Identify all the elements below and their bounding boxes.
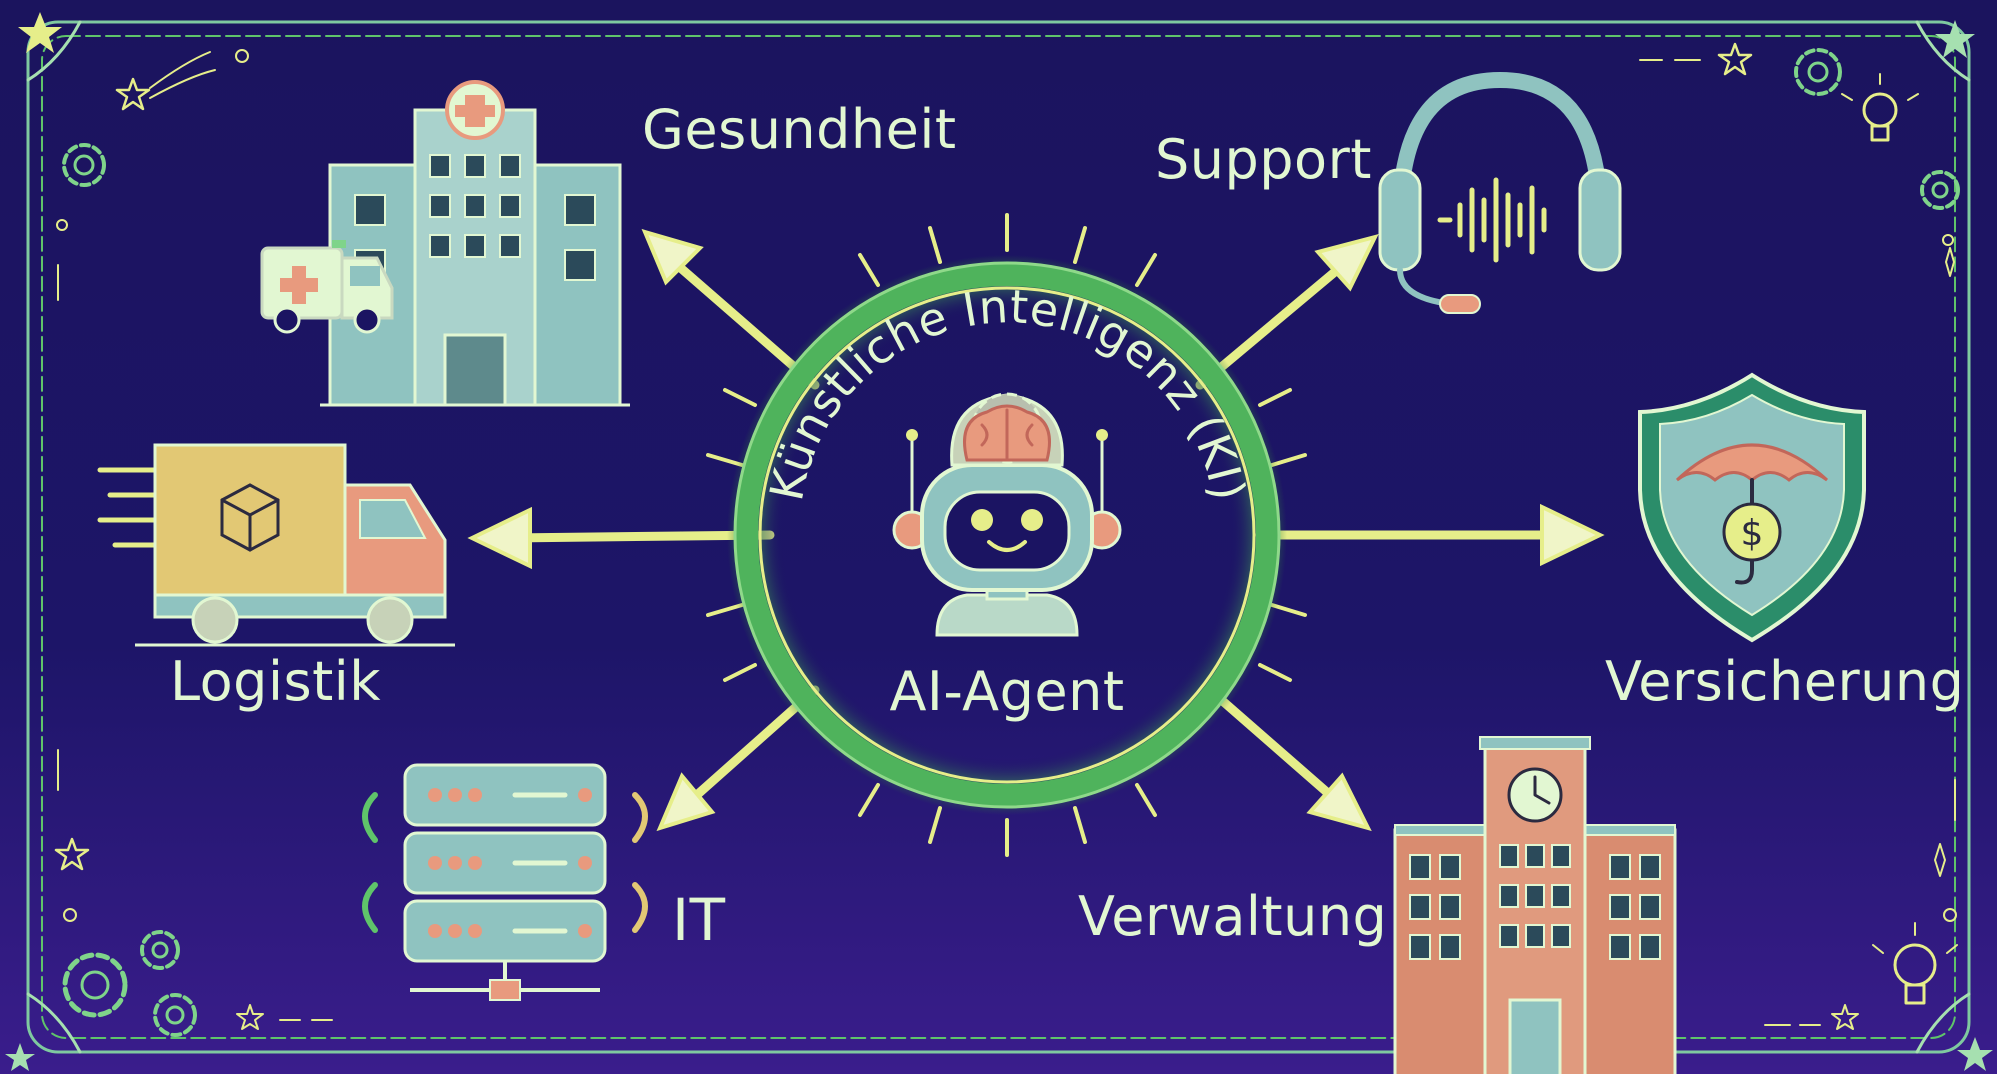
- star-icon: [18, 12, 62, 53]
- label-verwaltung: Verwaltung: [1078, 885, 1387, 948]
- ambulance-icon: [260, 240, 394, 334]
- chalk-frame: [26, 20, 1971, 1054]
- label-versicherung: Versicherung: [1605, 650, 1964, 713]
- gear-icon: [62, 952, 128, 1018]
- decorations: [5, 12, 1993, 1071]
- delivery-truck-icon: [97, 443, 455, 647]
- label-gesundheit: Gesundheit: [642, 98, 957, 161]
- node-logistik: Logistik: [97, 443, 455, 713]
- star-icon: [1957, 1037, 1993, 1071]
- robot-with-brain-icon: [892, 392, 1122, 637]
- dollar-sign-icon: $: [1741, 513, 1764, 554]
- sparkle-icon: [1934, 843, 1946, 877]
- center-hub: Künstliche Intelligenz (KI) AI-Agent: [688, 213, 1327, 857]
- star-icon: [5, 1043, 35, 1071]
- center-title: AI-Agent: [889, 660, 1124, 723]
- star-icon: [1717, 42, 1753, 76]
- star-icon: [1831, 1004, 1859, 1030]
- star-icon: [115, 77, 151, 111]
- node-versicherung: $ Versicherung: [1605, 372, 1964, 713]
- sunburst-rays: [688, 213, 1327, 857]
- shooting-star-trail: [149, 51, 216, 99]
- arrow-to-verwaltung: [1205, 685, 1372, 832]
- headset-icon: [1378, 72, 1622, 314]
- lightbulb-icon: [1872, 922, 1958, 1005]
- node-verwaltung: Verwaltung: [1078, 736, 1677, 1074]
- node-support: Support: [1155, 72, 1622, 314]
- star-icon: [1935, 20, 1975, 58]
- gear-icon: [1920, 170, 1960, 210]
- sparkle-icon: [1945, 247, 1955, 277]
- town-hall-icon: [1393, 736, 1677, 1074]
- lightbulb-icon: [1841, 73, 1919, 142]
- label-support: Support: [1155, 128, 1372, 191]
- package-icon: [220, 483, 280, 552]
- gear-icon: [1794, 48, 1842, 96]
- gear-icon: [153, 993, 197, 1037]
- gear-icon: [140, 930, 180, 970]
- shield-umbrella-icon: $: [1638, 372, 1866, 643]
- label-logistik: Logistik: [170, 650, 381, 713]
- node-gesundheit: Gesundheit: [260, 80, 957, 407]
- label-it: IT: [672, 886, 726, 954]
- node-it: IT: [362, 763, 726, 1001]
- star-icon: [236, 1004, 264, 1030]
- server-rack-icon: [362, 763, 648, 1001]
- gear-icon: [62, 143, 106, 187]
- star-icon: [54, 837, 90, 871]
